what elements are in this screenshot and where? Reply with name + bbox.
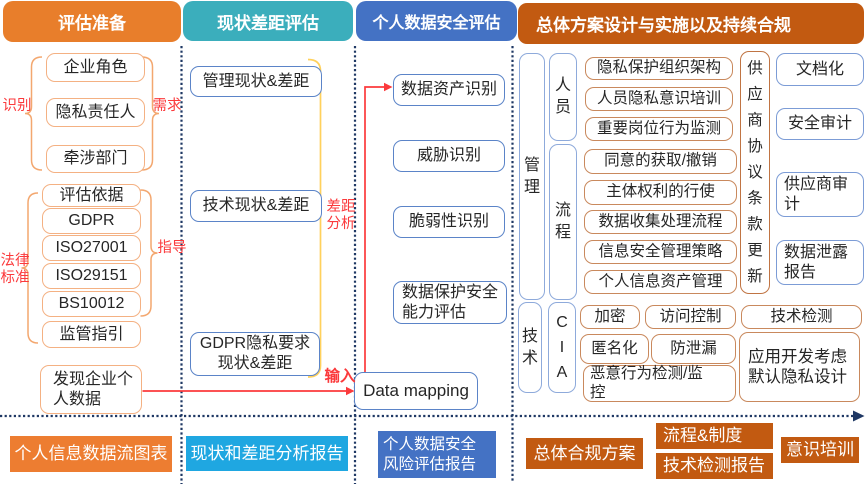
box-enterprise-role: 企业角色 [46,53,145,82]
box-regulatory-guidance: 监管指引 [42,321,141,348]
box-discover-personal-data: 发现企业个人数据 [40,365,142,414]
box-data-mapping: Data mapping [354,372,478,410]
arrow-branch-line [364,86,385,373]
output-overall-compliance-plan: 总体合规方案 [526,438,643,469]
label-identify: 识别 [2,98,32,114]
box-assessment-basis: 评估依据 [42,184,141,207]
box-supplier-audit: 供应商审计 [776,172,864,217]
box-access-control: 访问控制 [645,305,736,329]
header-prepare: 评估准备 [3,1,181,42]
label-guide: 指导 [157,240,187,256]
box-management-gap: 管理现状&差距 [190,66,322,97]
box-security-audit: 安全审计 [776,108,864,140]
category-technology: 技 术 [518,302,542,393]
box-iso29151: ISO29151 [42,263,141,289]
box-subject-rights: 主体权利的行使 [584,180,737,205]
box-involved-departments: 牵涉部门 [46,145,145,173]
box-technical-detection: 技术检测 [741,305,862,329]
output-gap-analysis-report: 现状和差距分析报告 [186,436,348,471]
box-malicious-behavior-monitoring: 恶意行为检测/监控 [583,365,736,402]
box-data-collection-process: 数据收集处理流程 [584,210,737,234]
box-privacy-owner: 隐私责任人 [46,98,145,127]
box-gdpr: GDPR [42,208,141,234]
box-protection-capability: 数据保护安全能力评估 [393,281,507,324]
box-leak-prevention: 防泄漏 [651,334,736,364]
box-anonymization: 匿名化 [580,334,649,364]
box-gdpr-privacy-gap: GDPR隐私要求现状&差距 [190,332,320,376]
category-process: 流 程 [549,144,577,300]
category-cia: C I A [548,302,576,393]
box-infosec-policy: 信息安全管理策略 [584,240,737,264]
output-awareness-training: 意识培训 [781,437,859,463]
output-process-and-system: 流程&制度 [656,423,773,449]
box-consent-obtain-withdraw: 同意的获取/撤销 [584,149,737,174]
label-legal-standard: 法律 标准 [0,253,30,286]
box-vulnerability-identify: 脆弱性识别 [393,206,505,238]
box-documentation: 文档化 [776,53,864,86]
label-demand: 需求 [152,98,182,114]
box-personal-info-asset-mgmt: 个人信息资产管理 [584,270,737,294]
box-privacy-by-design: 应用开发考虑默认隐私设计 [739,332,860,402]
box-key-position-monitoring: 重要岗位行为监测 [585,117,733,141]
box-bs10012: BS10012 [42,291,141,317]
timeline-arrowhead-icon [853,410,865,422]
box-supplier-agreement-update: 供 应 商 协 议 条 款 更 新 [740,51,770,294]
box-privacy-awareness-training: 人员隐私意识培训 [585,87,733,111]
header-gap-assessment: 现状差距评估 [183,1,353,41]
box-data-asset-identify: 数据资产识别 [393,74,505,106]
box-encryption: 加密 [580,305,640,329]
category-people: 人 员 [549,53,577,141]
output-data-flow-diagram: 个人信息数据流图表 [10,436,172,472]
header-data-security: 个人数据安全评估 [356,1,517,41]
output-tech-detection-report: 技术检测报告 [656,453,773,479]
arrow-branch-head-icon [384,82,393,92]
output-risk-assessment-report: 个人数据安全风险评估报告 [378,431,496,478]
label-gap-analysis: 差距 分析 [326,199,356,232]
label-input: 输入 [324,368,356,385]
box-iso27001: ISO27001 [42,235,141,261]
box-privacy-org-structure: 隐私保护组织架构 [585,57,733,80]
header-overall-plan: 总体方案设计与实施以及持续合规 [518,3,864,44]
box-data-breach-report: 数据泄露报告 [776,240,864,285]
box-threat-identify: 威胁识别 [393,140,505,172]
category-management: 管 理 [519,53,545,300]
box-technical-gap: 技术现状&差距 [190,190,322,222]
